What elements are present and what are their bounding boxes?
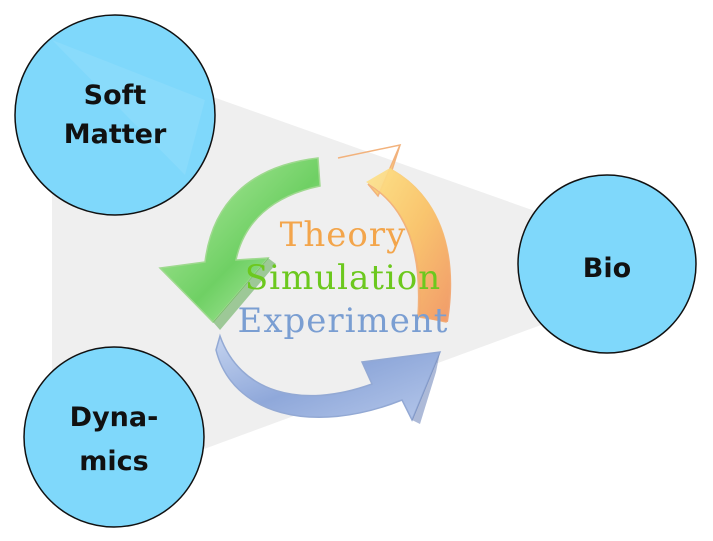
cycle-word-experiment: Experiment: [238, 301, 449, 341]
node-label-mics: mics: [79, 446, 148, 477]
orange-arrow-body: [366, 168, 452, 322]
node-label-soft: Soft: [84, 80, 147, 111]
node-label-matter: Matter: [64, 119, 167, 150]
cycle-arrows: [158, 143, 452, 424]
node-dynamics: Dyna- mics: [23, 346, 205, 528]
cycle-word-simulation: Simulation: [245, 258, 441, 298]
green-arrow: [158, 157, 321, 324]
node-label-dyna: Dyna-: [70, 402, 159, 433]
blue-arrow-shadow: [412, 352, 440, 424]
green-arrow-shadow: [213, 258, 276, 330]
node-soft-matter: Soft Matter: [14, 14, 216, 216]
node-bio: Bio: [517, 174, 697, 354]
node-label-bio: Bio: [583, 253, 631, 284]
background-triangle: [52, 40, 696, 505]
cycle-word-theory: Theory: [280, 215, 407, 255]
